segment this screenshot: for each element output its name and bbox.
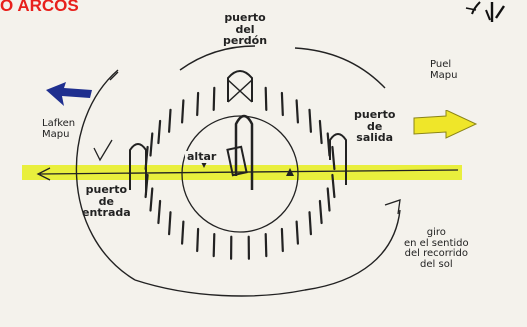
lafken-mapu-line-2: Mapu (42, 128, 70, 140)
salida-gate-arch (329, 133, 347, 185)
rehue-post (318, 199, 323, 225)
altar-label: altar (185, 150, 219, 163)
axis-west-arrowhead (36, 167, 51, 181)
perdon-gate-cross (227, 79, 253, 103)
sun-path-top-left-arc (179, 45, 256, 71)
rehue-posts (144, 86, 336, 260)
puel-mapu-label: Puel Mapu (430, 59, 458, 81)
giro-label: giro en el sentido del recorrido del sol (404, 227, 469, 270)
puerto-perdon-line-2: del (235, 22, 255, 36)
sun-path-bottom-arc (134, 209, 401, 297)
puerto-salida-line-1: puerto (354, 108, 396, 121)
lafken-mapu-line-1: Lafken (42, 118, 76, 129)
perdon-gate-arch (227, 70, 253, 102)
rehue-post (196, 91, 200, 117)
rehue-post (168, 211, 172, 236)
puerto-entrada-line-2: de (98, 194, 115, 208)
sun-icon (465, 1, 505, 22)
heading-text: O ARCOS (0, 0, 79, 15)
sun-path-arrowhead (384, 199, 401, 215)
puerto-entrada-label: puerto de entrada (82, 184, 131, 219)
puerto-salida-line-3: salida (356, 131, 394, 145)
rehue-post (280, 91, 284, 117)
giro-line-4: del sol (420, 258, 453, 270)
rehue-post (280, 227, 284, 253)
rehue-post (326, 132, 331, 157)
sun-path-top-right-arc (294, 47, 386, 89)
west-east-axis (39, 169, 459, 175)
puel-mapu-line-1: Puel (430, 59, 452, 70)
altar-arch (234, 114, 254, 190)
lafken-pointer (93, 139, 113, 162)
giro-line-1: giro (426, 227, 446, 238)
altar-right-marker (286, 168, 294, 176)
rehue-post (308, 211, 312, 236)
giro-line-2: en el sentido (404, 237, 469, 249)
rehue-post (149, 187, 154, 212)
sun-path-left-arc (75, 69, 136, 281)
puel-mapu-line-2: Mapu (430, 69, 458, 81)
rehue-post (326, 187, 331, 212)
rehue-post (168, 108, 172, 133)
rehue-post (149, 132, 154, 157)
rehue-post (157, 199, 162, 225)
puerto-perdon-line-3: perdón (223, 34, 268, 48)
rehue-post (181, 220, 185, 245)
lafken-mapu-label: Lafken Mapu (42, 118, 76, 140)
rehue-post (295, 99, 299, 124)
rehue-post (157, 119, 162, 145)
rehue-post (308, 108, 312, 133)
rehue-post (181, 99, 185, 124)
puerto-perdon-label: puerto del perdón (223, 12, 267, 47)
rehue-post (295, 220, 299, 245)
puerto-salida-label: puerto de salida (354, 109, 395, 144)
puerto-salida-line-2: de (367, 119, 383, 133)
rehue-post (144, 173, 149, 199)
rehue-post (264, 233, 268, 258)
puerto-entrada-line-1: puerto (85, 183, 128, 196)
rehue-post (196, 227, 200, 253)
entrada-gate-arch (129, 143, 147, 195)
rehue-post (144, 145, 149, 171)
altar-box (226, 145, 248, 177)
rehue-post (318, 119, 323, 145)
puerto-entrada-line-3: entrada (82, 206, 131, 220)
west-arrow-icon (46, 82, 92, 106)
giro-line-3: del recorrido (404, 248, 469, 259)
rehue-post (331, 173, 336, 199)
sun-path-tick (109, 71, 119, 81)
rehue-post (212, 86, 216, 112)
east-arrow-icon (413, 110, 478, 139)
puerto-perdon-line-1: puerto (224, 11, 266, 24)
rehue-post (264, 86, 268, 112)
rehue-post (212, 233, 216, 258)
inner-circle (181, 115, 299, 233)
rehue-post (331, 145, 336, 171)
